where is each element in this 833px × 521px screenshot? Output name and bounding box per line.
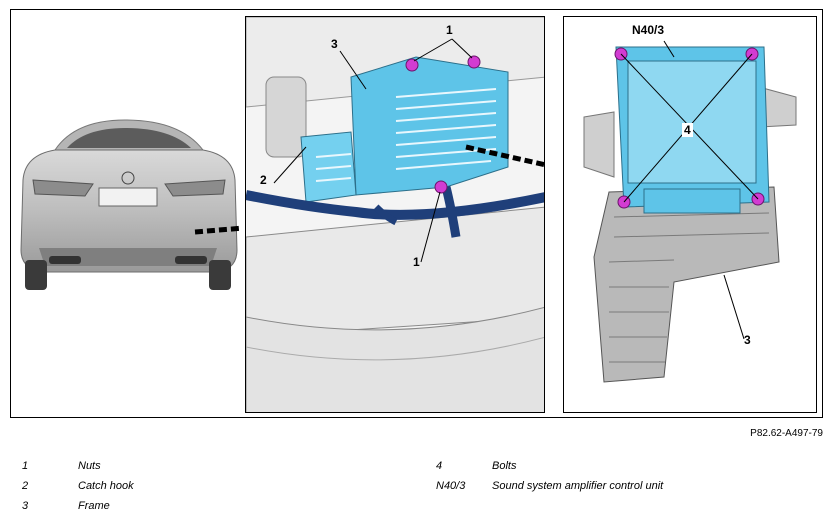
callout-3-right: 3 xyxy=(744,333,751,347)
legend-text: Bolts xyxy=(492,460,517,472)
legend-number: N40/3 xyxy=(436,480,466,492)
nut-top-left xyxy=(405,58,419,72)
legend-text: Nuts xyxy=(78,460,101,472)
legend-text: Catch hook xyxy=(78,480,134,492)
legend-text: Sound system amplifier control unit xyxy=(492,480,664,492)
amplifier-installed-illustration xyxy=(246,17,544,412)
callout-2: 2 xyxy=(260,173,267,187)
legend-number: 2 xyxy=(22,480,29,492)
figure-frame: 1 3 2 1 xyxy=(10,9,823,418)
amplifier-vents xyxy=(315,88,497,182)
legend-number: 4 xyxy=(436,460,443,472)
legend-text: Frame xyxy=(78,500,110,512)
car-rear-illustration xyxy=(20,119,241,290)
legend-number: 3 xyxy=(22,500,29,512)
amplifier-frame-illustration xyxy=(564,17,816,412)
legend-number: 1 xyxy=(22,460,29,472)
figure-code: P82.62-A497-79 xyxy=(750,428,823,439)
right-detail-view: N40/3 4 3 xyxy=(563,16,817,413)
center-detail-view: 1 3 2 1 xyxy=(245,16,545,413)
car-rear-view xyxy=(15,110,241,295)
nut-bottom xyxy=(434,180,448,194)
callout-n40-3: N40/3 xyxy=(632,23,665,37)
nut-top-right xyxy=(467,55,481,69)
callout-1-bottom: 1 xyxy=(413,255,420,269)
frame-ribs xyxy=(608,212,770,363)
callout-3: 3 xyxy=(331,37,338,51)
callout-4: 4 xyxy=(682,123,693,137)
callout-1-top: 1 xyxy=(446,23,453,37)
